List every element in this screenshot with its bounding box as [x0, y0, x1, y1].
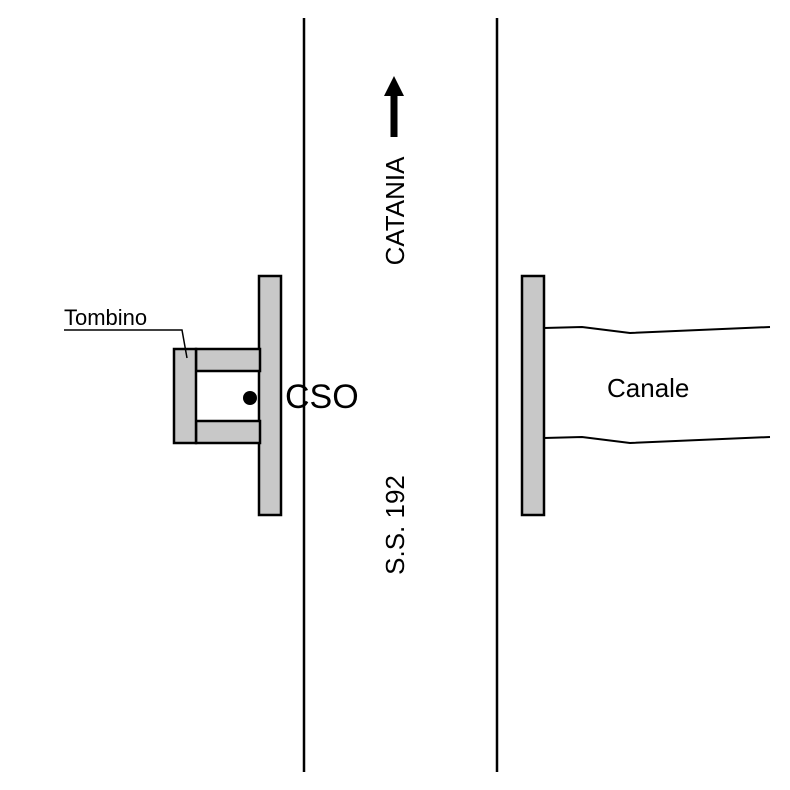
road-label: S.S. 192: [380, 475, 410, 575]
overflow-point-label: CSO: [285, 378, 359, 416]
channel-label: Canale: [607, 373, 689, 403]
left-headwall: [257, 274, 283, 517]
manhole-top-beam: [194, 347, 262, 373]
direction-label: CATANIA: [380, 156, 410, 265]
manhole-leader-line: [64, 329, 188, 359]
arrow-up-icon: [384, 76, 404, 137]
manhole-structure: [172, 347, 262, 445]
manhole-label: Tombino: [64, 305, 147, 330]
manhole-side-wall: [172, 347, 198, 445]
filled-dot-icon: [243, 391, 257, 405]
manhole-bottom-beam: [194, 419, 262, 445]
channel-edge-top: [543, 325, 771, 335]
right-headwall: [520, 274, 546, 517]
channel-edge-bottom: [543, 435, 771, 445]
